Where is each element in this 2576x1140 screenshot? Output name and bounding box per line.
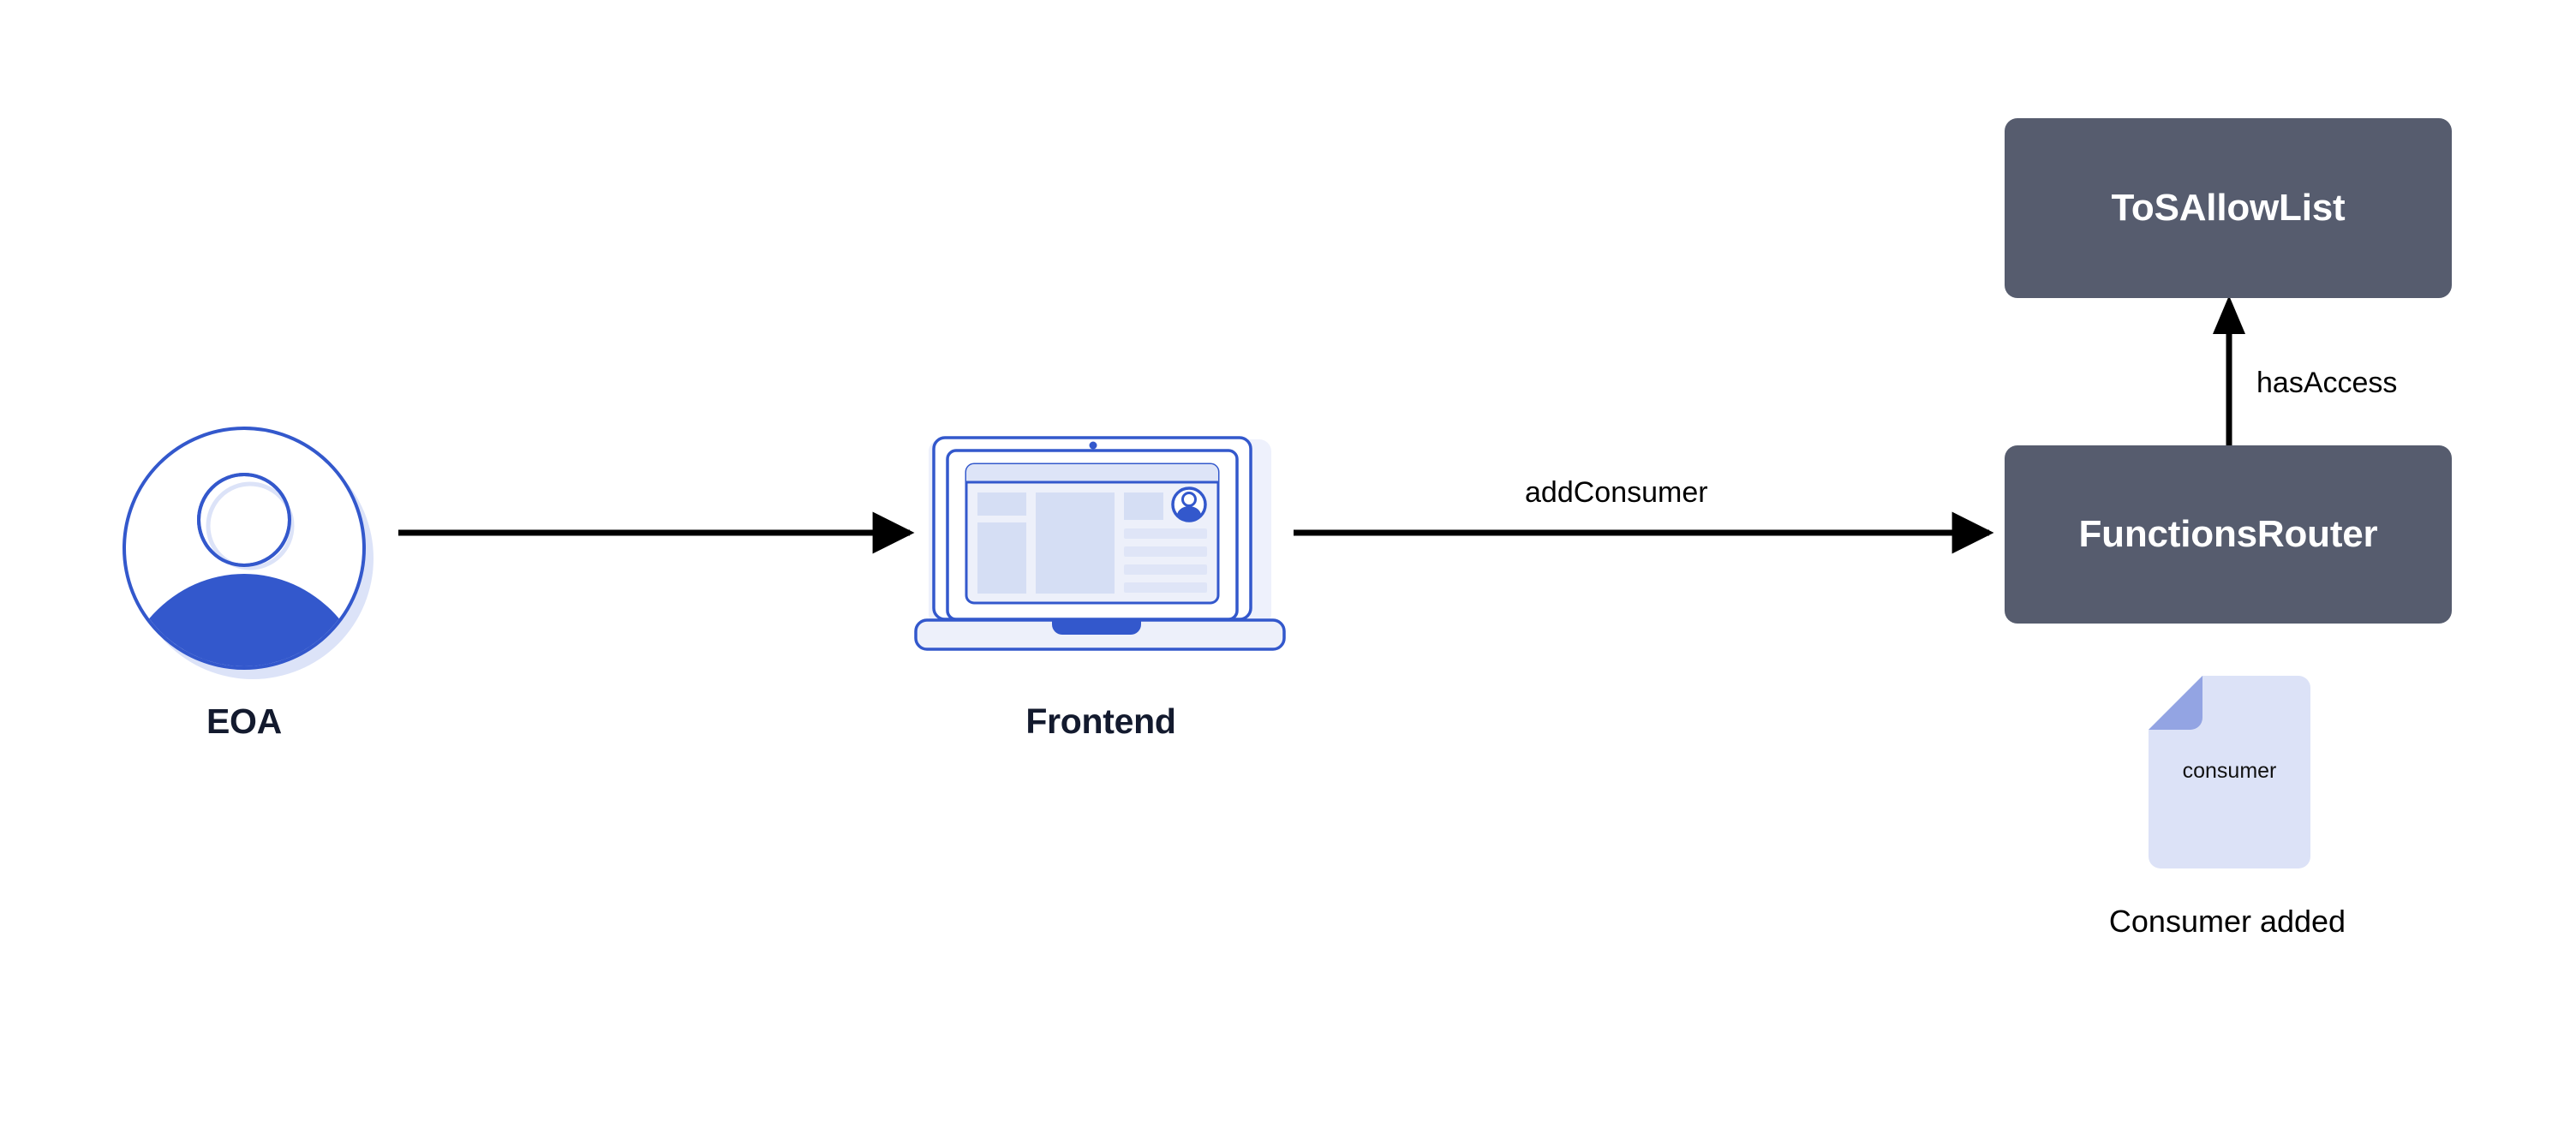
contract-label-tos-allow-list: ToSAllowList bbox=[2111, 187, 2346, 229]
contract-box-functions-router[interactable]: FunctionsRouter bbox=[2005, 445, 2452, 624]
screen-main-content-block bbox=[1036, 492, 1115, 594]
avatar-body-shape bbox=[126, 574, 362, 666]
user-avatar-icon bbox=[123, 427, 374, 679]
laptop-camera-icon bbox=[1089, 441, 1097, 450]
screen-right-block bbox=[1124, 492, 1163, 520]
screen-sidebar-block-bottom bbox=[977, 522, 1026, 594]
edge-label-has-access: hasAccess bbox=[2256, 367, 2398, 399]
screen-sidebar-block-top bbox=[977, 492, 1026, 516]
laptop-icon bbox=[914, 436, 1286, 651]
node-label-eoa: EOA bbox=[206, 701, 282, 741]
document-file-label: consumer bbox=[2182, 759, 2277, 783]
screen-user-avatar-icon bbox=[1171, 486, 1207, 522]
screen-text-line bbox=[1124, 546, 1207, 557]
screen-text-line bbox=[1124, 528, 1207, 539]
document-icon bbox=[2149, 676, 2310, 868]
avatar-head-highlight bbox=[206, 481, 295, 570]
laptop-trackpad-notch bbox=[1052, 620, 1141, 635]
screen-text-line bbox=[1124, 564, 1207, 575]
screen-text-line bbox=[1124, 582, 1207, 593]
avatar-head-circle-top bbox=[197, 473, 291, 567]
node-label-frontend: Frontend bbox=[1025, 701, 1176, 741]
caption-consumer-added: Consumer added bbox=[2108, 904, 2346, 939]
screen-title-bar bbox=[966, 464, 1218, 482]
edge-label-add-consumer: addConsumer bbox=[1525, 476, 1708, 509]
edge-router-to-allowlist-arrowhead bbox=[2213, 295, 2245, 334]
contract-box-tos-allow-list[interactable]: ToSAllowList bbox=[2005, 118, 2452, 298]
contract-label-functions-router: FunctionsRouter bbox=[2078, 513, 2378, 555]
edge-router-to-allowlist bbox=[2213, 295, 2245, 445]
document-fold-corner bbox=[2149, 676, 2202, 730]
